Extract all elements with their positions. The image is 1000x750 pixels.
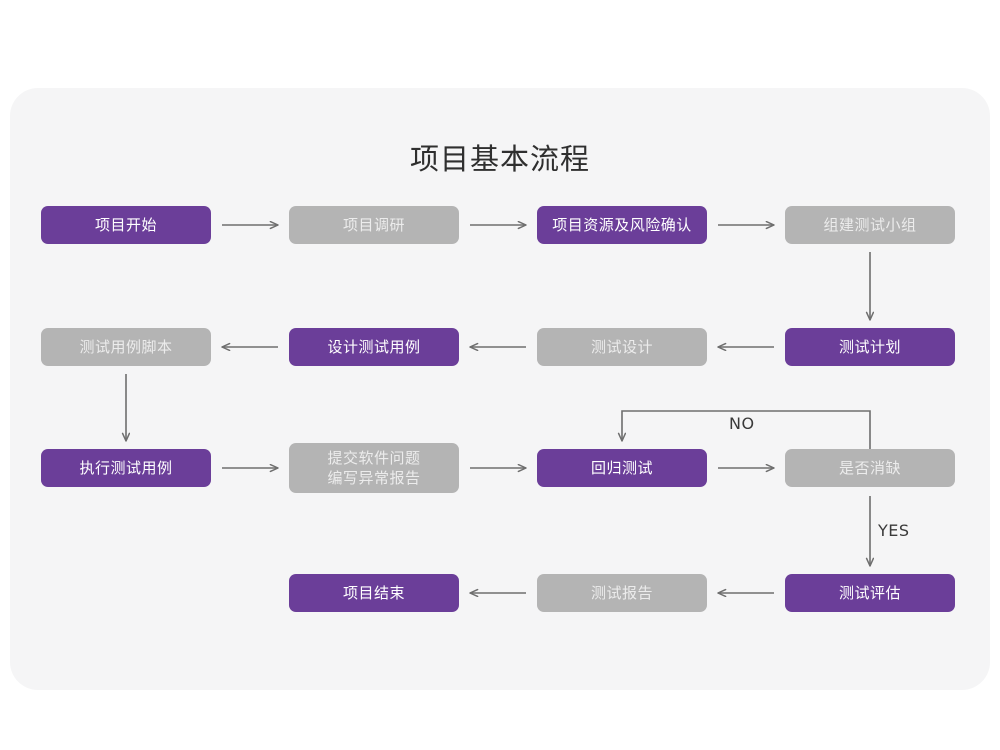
flow-node-n5[interactable]: 测试计划	[785, 328, 955, 366]
flow-node-n8[interactable]: 测试用例脚本	[41, 328, 211, 366]
page-title: 项目基本流程	[409, 142, 590, 176]
flow-node-n4[interactable]: 组建测试小组	[785, 206, 955, 244]
flow-node-n14[interactable]: 测试报告	[537, 574, 707, 612]
flow-node-n9[interactable]: 执行测试用例	[41, 449, 211, 487]
flow-node-n2[interactable]: 项目调研	[289, 206, 459, 244]
flow-node-n1[interactable]: 项目开始	[41, 206, 211, 244]
flow-node-n11[interactable]: 回归测试	[537, 449, 707, 487]
flow-node-n7[interactable]: 设计测试用例	[289, 328, 459, 366]
flow-node-n13[interactable]: 测试评估	[785, 574, 955, 612]
flow-node-n10[interactable]: 提交软件问题 编写异常报告	[289, 443, 459, 493]
edge-label-yes: YES	[878, 521, 910, 540]
flow-node-n15[interactable]: 项目结束	[289, 574, 459, 612]
flow-node-n3[interactable]: 项目资源及风险确认	[537, 206, 707, 244]
edge-label-no: NO	[729, 414, 755, 433]
flow-node-n6[interactable]: 测试设计	[537, 328, 707, 366]
flow-node-n12[interactable]: 是否消缺	[785, 449, 955, 487]
